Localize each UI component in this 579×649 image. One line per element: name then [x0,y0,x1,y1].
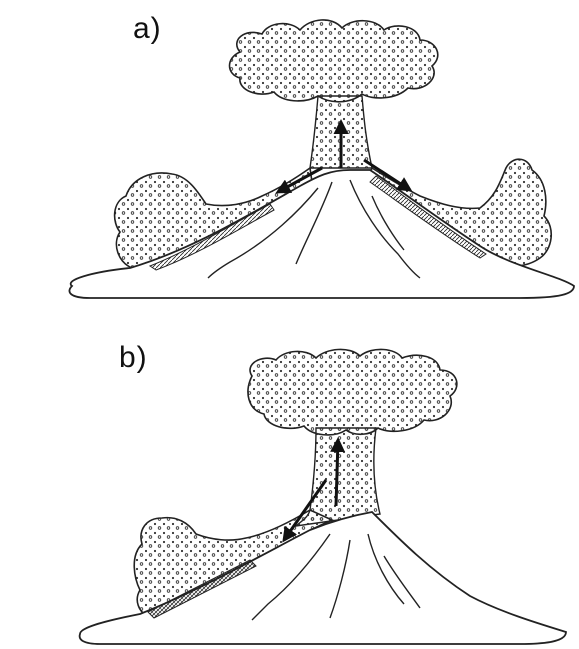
ash-plume [248,349,457,435]
panel-a-figure [0,0,579,320]
upward-arrow [336,440,338,506]
panel-b-figure [0,320,579,649]
ash-plume [230,20,438,102]
